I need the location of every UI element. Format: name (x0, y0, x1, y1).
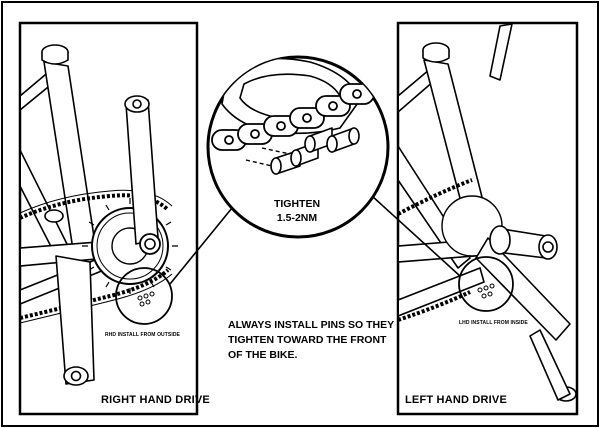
instruction-line-2: TIGHTEN TOWARD THE FRONT (228, 334, 387, 346)
detail-circle-lhd (458, 256, 514, 312)
leader-line-rhd (169, 207, 233, 285)
instruction-line-1: ALWAYS INSTALL PINS SO THEY (228, 319, 395, 331)
chain-outline (21, 189, 173, 324)
zoom-tighten-text: TIGHTEN (273, 198, 321, 210)
rhd-install-note: RHD INSTALL FROM OUTSIDE (105, 332, 180, 338)
zoom-circle (206, 55, 390, 239)
lower-stay-l (399, 267, 485, 317)
chain-pins-rhd (137, 291, 155, 307)
instruction-line-3: OF THE BIKE. (228, 349, 298, 361)
zoom-chain (211, 83, 375, 151)
zoom-torque-value: 1.5-2NM (276, 212, 318, 224)
lhd-title: LEFT HAND DRIVE (405, 394, 507, 406)
leader-line-lhd (371, 195, 461, 277)
instruction-text: ALWAYS INSTALL PINS SO THEY TIGHTEN TOWA… (228, 318, 394, 363)
chainring (91, 207, 169, 285)
chain-pins-lhd (477, 283, 495, 299)
right-hand-drive-panel (18, 21, 199, 416)
lhd-install-note: LHD INSTALL FROM INSIDE (459, 320, 528, 326)
zoom-pins (270, 127, 360, 175)
bottom-bracket (44, 209, 64, 223)
chain-l (399, 178, 473, 322)
down-tube-top (489, 24, 513, 81)
detail-circle-rhd (115, 267, 173, 325)
zoom-torque-label: TIGHTEN 1.5-2NM (252, 197, 342, 225)
crank-arm-l (475, 237, 571, 341)
rhd-title: RIGHT HAND DRIVE (101, 394, 210, 406)
crank-arm-lower (55, 255, 95, 385)
zoom-dashes (245, 147, 291, 167)
left-hand-drive-panel (396, 21, 579, 416)
